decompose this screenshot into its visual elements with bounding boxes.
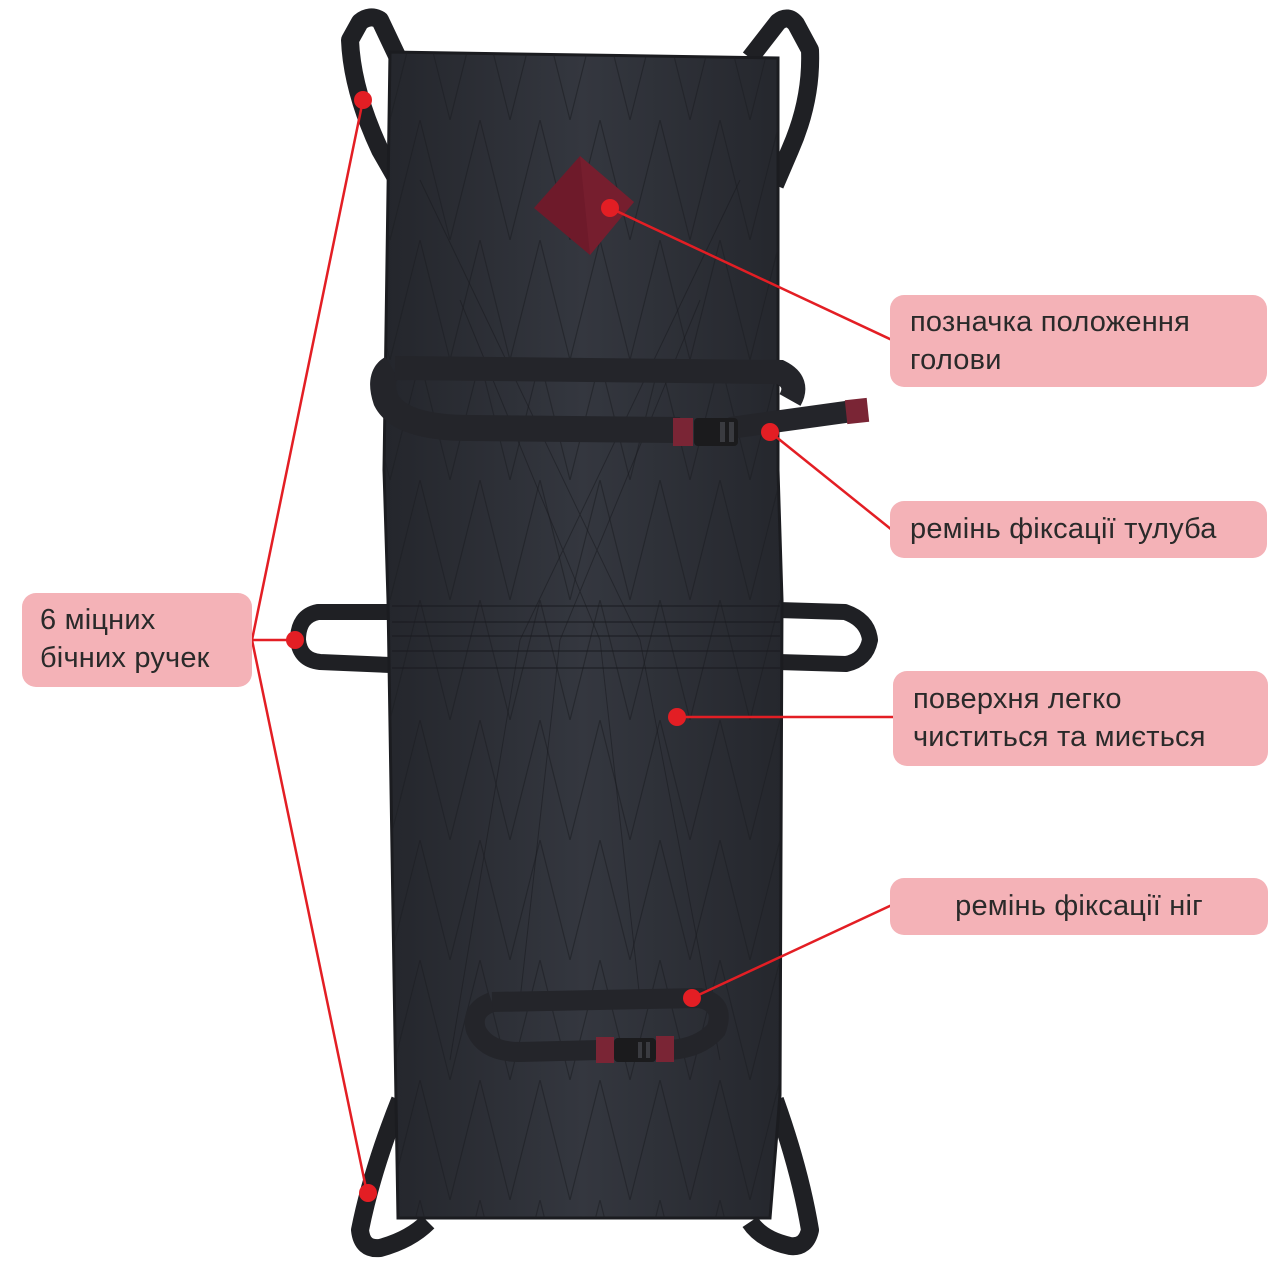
line-leg-strap [691, 903, 893, 1000]
dot-handle-bottom [359, 1184, 377, 1202]
label-torso-strap: ремінь фіксації тулуба [890, 501, 1267, 558]
dot-handle-top [354, 91, 372, 109]
line-handles-top [250, 99, 365, 641]
stretcher-body [382, 50, 784, 1220]
label-surface-line-1: поверхня легко [913, 683, 1122, 715]
label-leg-strap: ремінь фіксації ніг [890, 878, 1268, 935]
label-handles: 6 міцних бічних ручек [22, 593, 252, 687]
label-torso-strap-line-1: ремінь фіксації тулуба [910, 513, 1217, 545]
dot-surface [668, 708, 686, 726]
dot-head-marker [601, 199, 619, 217]
handle-middle-left [290, 604, 391, 673]
label-surface-line-2: чиститься та миється [913, 721, 1206, 753]
handle-middle-right [777, 602, 878, 672]
dot-handle-mid [286, 631, 304, 649]
label-surface: поверхня легко чиститься та миється [893, 671, 1268, 766]
torso-strap [370, 356, 870, 446]
handle-top-left [341, 8, 408, 190]
line-head-marker [609, 206, 893, 342]
line-handles-bottom [250, 639, 369, 1194]
label-head-marker-line-1: позначка положення [910, 306, 1191, 338]
dot-leg-strap [683, 989, 701, 1007]
line-torso-strap [769, 431, 893, 531]
handle-bottom-left [351, 1096, 435, 1258]
callout-dots [286, 91, 779, 1202]
handle-top-right [742, 9, 820, 189]
callout-lines [250, 99, 893, 1194]
label-leg-strap-line-1: ремінь фіксації ніг [955, 890, 1203, 922]
label-head-marker: позначка положення голови [890, 295, 1267, 387]
label-head-marker-line-2: голови [910, 344, 1002, 376]
label-handles-line-2: бічних ручек [40, 642, 210, 674]
leg-strap [464, 987, 729, 1063]
dot-torso-strap [761, 423, 779, 441]
label-handles-line-1: 6 міцних [40, 604, 156, 636]
handle-bottom-right [742, 1096, 819, 1256]
